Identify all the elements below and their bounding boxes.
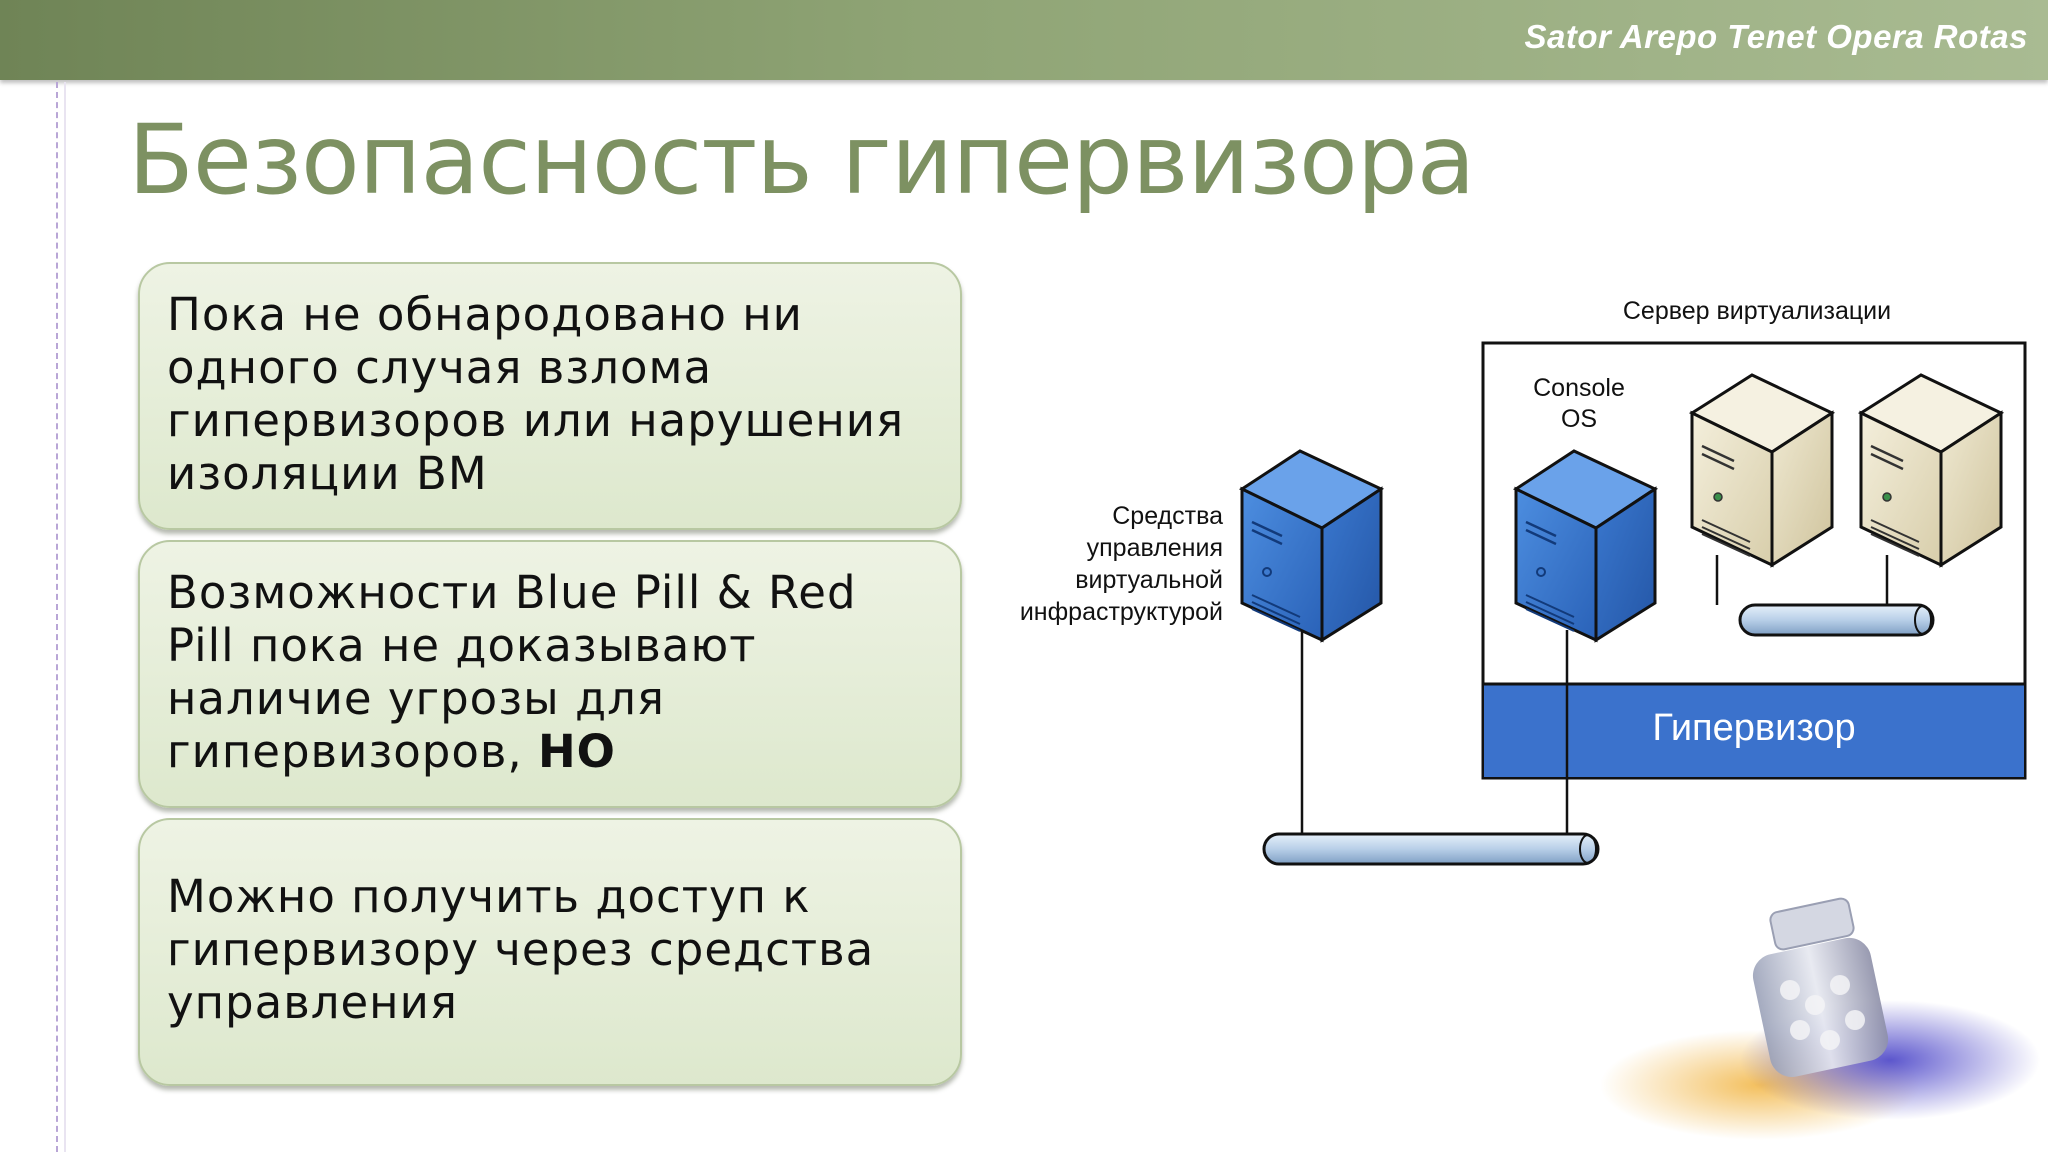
management-tools-label: управления — [1087, 534, 1223, 562]
info-box-3-line: Можно получить доступ к — [167, 870, 811, 923]
hypervisor-bar — [1484, 684, 2024, 777]
pill-bottle-image — [1600, 897, 2040, 1140]
info-box-3-text: Можно получить доступ к гипервизору чере… — [167, 870, 940, 1029]
info-box-1-line: одного случая взлома — [167, 341, 713, 394]
server-label: Сервер виртуализации — [1623, 297, 1891, 325]
info-box-2: Возможности Blue Pill & Red Pill пока не… — [138, 540, 962, 808]
info-box-3-line: гипервизору через средства — [167, 923, 875, 976]
info-box-2-line: Возможности Blue Pill & Red — [167, 566, 857, 619]
management-tools-label: инфраструктурой — [1020, 598, 1223, 626]
info-box-1-line: Пока не обнародовано ни — [167, 288, 803, 341]
info-box-1: Пока не обнародовано ни одного случая вз… — [138, 262, 962, 530]
slide-title: Безопасность гипервизора — [128, 104, 1475, 216]
vm-server-icon — [1857, 373, 2005, 568]
management-tools-label: Средства — [1112, 502, 1223, 530]
vm-server-icon — [1688, 373, 1836, 568]
header-bar: Sator Arepo Tenet Opera Rotas — [0, 0, 2048, 80]
info-box-1-line: гипервизоров или нарушения — [167, 394, 905, 447]
margin-dashed-line — [56, 82, 58, 1152]
management-server-icon — [1238, 449, 1385, 643]
info-box-2-line: гипервизоров, — [167, 725, 539, 778]
margin-line — [64, 82, 66, 1152]
info-box-2-line-last: гипервизоров, НО — [167, 725, 940, 778]
info-box-2-line: наличие угрозы для — [167, 672, 665, 725]
header-motto: Sator Arepo Tenet Opera Rotas — [1524, 18, 2028, 55]
info-box-2-text: Возможности Blue Pill & Red Pill пока не… — [167, 566, 940, 778]
info-box-3-line: управления — [167, 976, 458, 1029]
info-box-2-line: Pill пока не доказывают — [167, 619, 757, 672]
hypervisor-label: Гипервизор — [1652, 707, 1855, 749]
console-os-label: OS — [1561, 405, 1597, 433]
network-bus — [1262, 832, 1600, 866]
info-box-3: Можно получить доступ к гипервизору чере… — [138, 818, 962, 1086]
vm-bus — [1738, 603, 1935, 637]
console-os-server-icon — [1512, 449, 1659, 643]
management-tools-label: виртуальной — [1075, 566, 1223, 594]
info-box-1-line: изоляции ВМ — [167, 447, 488, 500]
emphasis-word: НО — [538, 725, 616, 778]
info-box-1-text: Пока не обнародовано ни одного случая вз… — [167, 288, 940, 500]
console-os-label: Console — [1533, 374, 1625, 402]
